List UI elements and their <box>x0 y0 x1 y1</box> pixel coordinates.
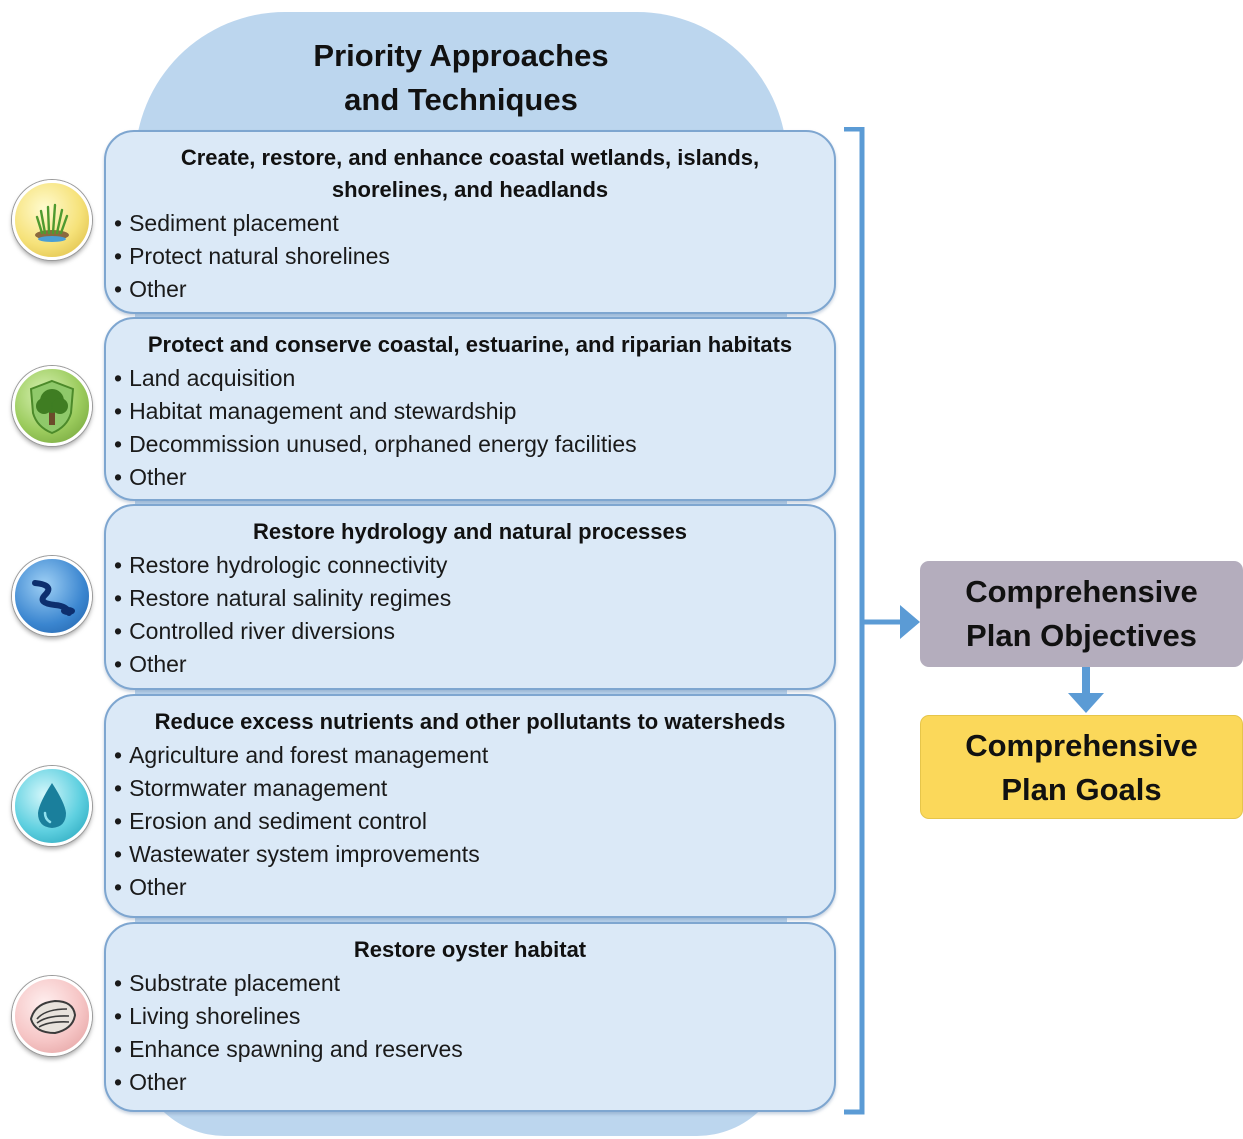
objectives-line-1: Comprehensive <box>965 574 1198 609</box>
section-wetlands: Create, restore, and enhance coastal wet… <box>104 130 836 314</box>
arrow-down-icon <box>1068 667 1104 713</box>
list-item: Stormwater management <box>114 772 834 805</box>
list-item: Controlled river diversions <box>114 615 834 648</box>
list-item: Agriculture and forest management <box>114 739 834 772</box>
tree-shield-icon <box>12 366 92 446</box>
bullet-list: Sediment placement Protect natural shore… <box>106 206 834 306</box>
wetland-grass-icon <box>12 180 92 260</box>
section-title-line-2: shorelines, and headlands <box>331 177 609 202</box>
river-icon <box>12 556 92 636</box>
goals-line-2: Plan Goals <box>1001 772 1162 807</box>
list-item: Other <box>114 648 834 681</box>
objectives-line-2: Plan Objectives <box>966 618 1197 653</box>
section-title: Restore hydrology and natural processes <box>106 506 834 548</box>
goals-line-1: Comprehensive <box>965 728 1198 763</box>
bracket-connector <box>844 127 920 1115</box>
section-nutrients: Reduce excess nutrients and other pollut… <box>104 694 836 918</box>
section-title-line-1: Protect and conserve coastal, estuarine,… <box>147 332 793 357</box>
list-item: Restore hydrologic connectivity <box>114 549 834 582</box>
list-item: Habitat management and stewardship <box>114 395 834 428</box>
goals-box: Comprehensive Plan Goals <box>920 715 1243 819</box>
section-title-line-1: Restore hydrology and natural processes <box>252 519 688 544</box>
oyster-icon <box>12 976 92 1056</box>
section-title: Restore oyster habitat <box>106 924 834 966</box>
list-item: Enhance spawning and reserves <box>114 1033 834 1066</box>
objectives-box: Comprehensive Plan Objectives <box>920 561 1243 667</box>
water-drop-icon <box>12 766 92 846</box>
list-item: Substrate placement <box>114 967 834 1000</box>
arrow-right-icon <box>900 605 920 639</box>
list-item: Other <box>114 273 834 306</box>
list-item: Restore natural salinity regimes <box>114 582 834 615</box>
list-item: Other <box>114 1066 834 1099</box>
list-item: Other <box>114 461 834 494</box>
list-item: Erosion and sediment control <box>114 805 834 838</box>
section-title: Reduce excess nutrients and other pollut… <box>106 696 834 738</box>
list-item: Land acquisition <box>114 362 834 395</box>
section-habitats: Protect and conserve coastal, estuarine,… <box>104 317 836 501</box>
section-title-line-1: Reduce excess nutrients and other pollut… <box>154 709 786 734</box>
diagram-title: Priority Approaches and Techniques <box>135 34 787 122</box>
section-oyster: Restore oyster habitat Substrate placeme… <box>104 922 836 1112</box>
title-line-1: Priority Approaches <box>313 38 609 73</box>
section-title: Create, restore, and enhance coastal wet… <box>106 132 834 206</box>
section-title: Protect and conserve coastal, estuarine,… <box>106 319 834 361</box>
section-title-line-1: Create, restore, and enhance coastal wet… <box>180 145 760 170</box>
bullet-list: Restore hydrologic connectivity Restore … <box>106 548 834 681</box>
bullet-list: Substrate placement Living shorelines En… <box>106 966 834 1099</box>
list-item: Living shorelines <box>114 1000 834 1033</box>
bullet-list: Land acquisition Habitat management and … <box>106 361 834 494</box>
section-hydrology: Restore hydrology and natural processes … <box>104 504 836 690</box>
bullet-list: Agriculture and forest management Stormw… <box>106 738 834 904</box>
list-item: Protect natural shorelines <box>114 240 834 273</box>
list-item: Other <box>114 871 834 904</box>
list-item: Decommission unused, orphaned energy fac… <box>114 428 834 461</box>
title-line-2: and Techniques <box>344 82 578 117</box>
list-item: Wastewater system improvements <box>114 838 834 871</box>
list-item: Sediment placement <box>114 207 834 240</box>
section-title-line-1: Restore oyster habitat <box>353 937 587 962</box>
